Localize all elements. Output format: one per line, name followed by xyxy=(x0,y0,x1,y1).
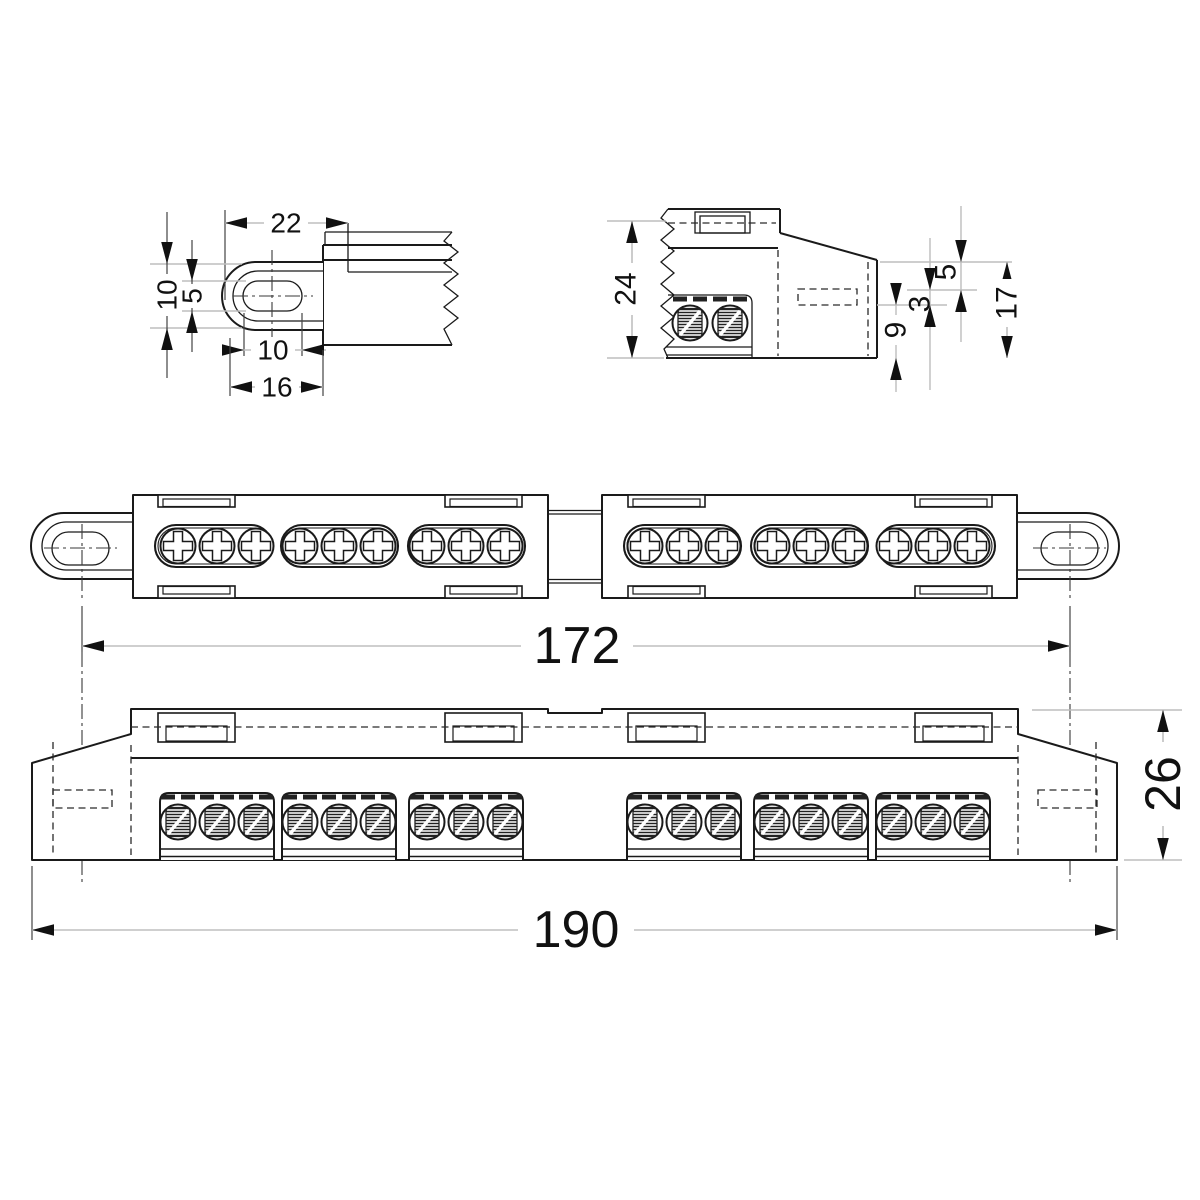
terminal-hole xyxy=(670,303,710,343)
dim-22: 22 xyxy=(270,208,301,239)
dims-tab-detail: 22 10 5 10 16 xyxy=(150,208,348,403)
hidden-slot-left xyxy=(52,789,113,809)
dims-side-detail: 24 5 3 9 17 xyxy=(607,206,1024,392)
dim-172: 172 xyxy=(534,617,621,675)
dim-26: 26 xyxy=(1135,756,1191,812)
terminal-hole xyxy=(710,303,750,343)
break-line xyxy=(659,208,676,359)
dim-17: 17 xyxy=(991,286,1024,319)
dim-9: 9 xyxy=(880,322,913,339)
view-side-detail xyxy=(659,208,878,359)
terminal-block-side xyxy=(668,294,753,358)
hidden-slot xyxy=(797,288,858,306)
dim-3: 3 xyxy=(904,296,937,313)
dim-5-slot-width: 5 xyxy=(177,288,208,304)
dim-26-group: 26 xyxy=(1032,709,1191,861)
break-line xyxy=(442,231,460,346)
dim-5-tab: 5 xyxy=(930,264,963,281)
dim-10-slot-length: 10 xyxy=(257,335,288,366)
hidden-slot-right xyxy=(1037,789,1098,809)
dim-10-height: 10 xyxy=(152,279,183,310)
dim-24: 24 xyxy=(610,272,643,305)
view-front xyxy=(31,708,1118,861)
dim-16: 16 xyxy=(261,372,292,403)
view-plan xyxy=(30,494,1120,602)
dim-190-group: 190 xyxy=(31,866,1118,959)
view-tab-detail xyxy=(221,223,460,346)
dim-190: 190 xyxy=(533,901,620,959)
